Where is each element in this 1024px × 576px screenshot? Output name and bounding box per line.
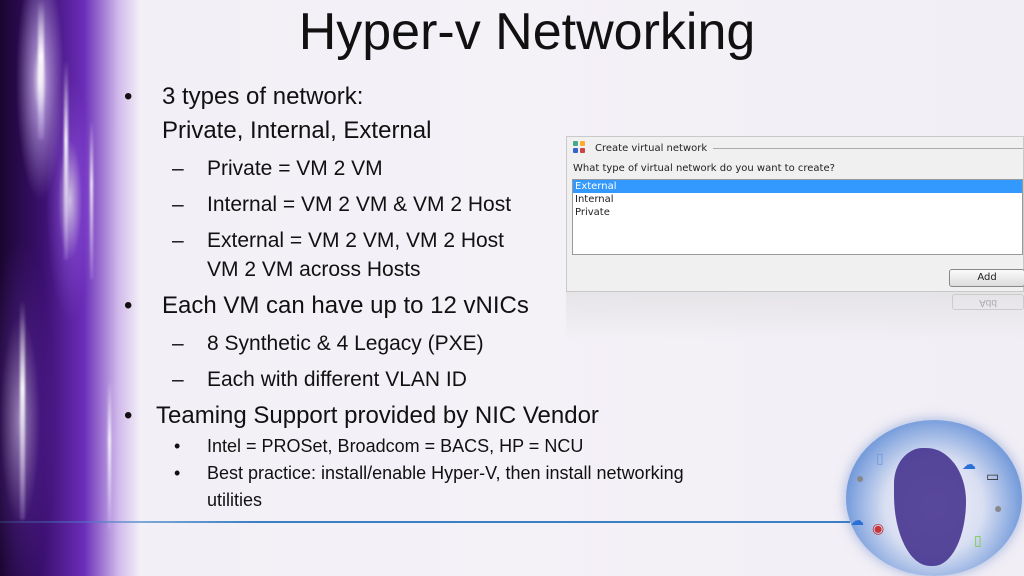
- network-icon: [573, 141, 587, 155]
- sub-bullet-internal: – Internal = VM 2 VM & VM 2 Host: [120, 189, 820, 220]
- dialog-title-rule: [713, 147, 1023, 149]
- slide-title: Hyper-v Networking: [298, 3, 756, 61]
- list-item-private[interactable]: Private: [575, 207, 610, 218]
- bullet-text: Each VM can have up to 12 vNICs: [162, 292, 529, 319]
- bullet-text: VM 2 VM across Hosts: [207, 258, 421, 281]
- bullet-list: • 3 types of network: Private, Internal,…: [120, 80, 820, 514]
- bullet-text: Private, Internal, External: [162, 117, 432, 144]
- bullet-text: External = VM 2 VM, VM 2 Host: [207, 229, 505, 252]
- purple-swirl-decoration: [0, 0, 140, 576]
- sub-bullet-synthetic-legacy: – 8 Synthetic & 4 Legacy (PXE): [120, 328, 820, 359]
- globe-icon: ☁ ● ▭ ▯ ● ☁ ◉ ▯: [846, 420, 1022, 576]
- bullet-teaming: • Teaming Support provided by NIC Vendor: [120, 399, 820, 433]
- dash-marker: –: [172, 193, 184, 216]
- bullet-text: Best practice: install/enable Hyper-V, t…: [207, 463, 684, 483]
- person-icon: ●: [994, 500, 1003, 516]
- bullet-marker: •: [174, 463, 181, 483]
- dash-marker: –: [172, 368, 184, 391]
- sub-bullet-vlan: – Each with different VLAN ID: [120, 364, 820, 395]
- phone-icon: ▯: [876, 450, 884, 466]
- network-type-list[interactable]: External Internal Private: [572, 179, 1023, 255]
- bullet-text: 3 types of network:: [162, 83, 364, 110]
- bullet-text: Each with different VLAN ID: [207, 368, 467, 391]
- list-item-internal[interactable]: Internal: [575, 194, 614, 205]
- person-icon: ●: [856, 470, 865, 486]
- bullet-marker: •: [124, 292, 133, 319]
- dash-marker: –: [172, 332, 184, 355]
- dialog-title: Create virtual network: [595, 142, 708, 154]
- cloud-icon: ☁: [850, 512, 864, 528]
- sub-bullet-vendors: • Intel = PROSet, Broadcom = BACS, HP = …: [120, 433, 820, 460]
- bullet-marker: •: [174, 436, 181, 456]
- add-button[interactable]: Add: [949, 269, 1024, 287]
- bullet-text: utilities: [207, 490, 263, 510]
- dash-marker: –: [172, 229, 184, 252]
- map-landmass: [894, 448, 966, 566]
- list-item-external[interactable]: External: [573, 180, 1022, 193]
- dialog-header: Create virtual network: [573, 140, 1023, 156]
- dialog-reflection: Add: [566, 292, 1024, 340]
- bullet-marker: •: [124, 83, 133, 110]
- dialog-question: What type of virtual network do you want…: [573, 163, 835, 174]
- phone-icon: ▯: [974, 532, 982, 548]
- bullet-text: Intel = PROSet, Broadcom = BACS, HP = NC…: [207, 436, 584, 456]
- bullet-text: Teaming Support provided by NIC Vendor: [156, 402, 599, 429]
- bullet-text: Internal = VM 2 VM & VM 2 Host: [207, 193, 512, 216]
- cloud-icon: ☁: [962, 456, 976, 472]
- bullet-network-types: • 3 types of network: Private, Internal,…: [120, 80, 820, 148]
- bullet-text: Private = VM 2 VM: [207, 157, 383, 180]
- footer-rule: [0, 521, 850, 523]
- bullet-marker: •: [124, 402, 133, 429]
- sub-bullet-private: – Private = VM 2 VM: [120, 153, 820, 184]
- globe-icon: ◉: [872, 520, 885, 536]
- add-button-reflection: Add: [952, 294, 1024, 310]
- create-virtual-network-dialog: Create virtual network What type of virt…: [566, 136, 1024, 292]
- sub-bullet-external: – External = VM 2 VM, VM 2 Host VM 2 VM …: [120, 225, 820, 285]
- dash-marker: –: [172, 157, 184, 180]
- sub-bullet-best-practice: • Best practice: install/enable Hyper-V,…: [120, 460, 820, 514]
- laptop-icon: ▭: [986, 468, 1000, 484]
- bullet-text: 8 Synthetic & 4 Legacy (PXE): [207, 332, 484, 355]
- bullet-vnics: • Each VM can have up to 12 vNICs: [120, 289, 820, 323]
